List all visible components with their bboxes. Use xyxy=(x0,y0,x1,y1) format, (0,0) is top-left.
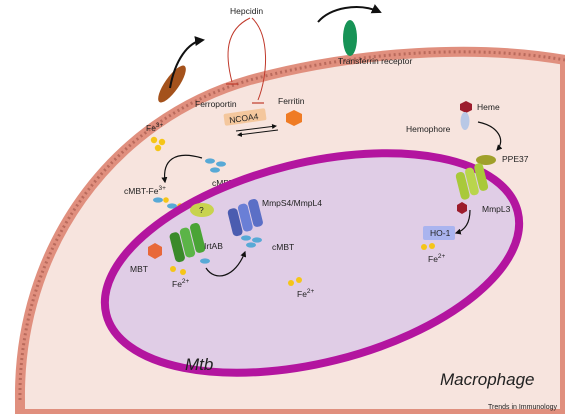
ferritin-label: Ferritin xyxy=(278,96,305,106)
mmpl3-subunit xyxy=(465,167,479,196)
fe2-center-group: Fe2+ xyxy=(288,277,315,299)
cmbt-top-label: cMBT xyxy=(212,178,234,188)
irtab-subunit xyxy=(179,227,196,258)
transferrin-receptor-label: Transferrin receptor xyxy=(338,56,412,66)
irtab-group: IrtAB xyxy=(169,223,223,263)
mmps4-group: MmpS4/MmpL4 xyxy=(227,198,322,237)
hemophore-icon xyxy=(460,112,470,130)
ho1-group: HO-1 Fe2+ xyxy=(421,226,455,264)
mmps4-subunit xyxy=(237,203,253,232)
irtab-subunit xyxy=(169,232,185,263)
footer-credit: Trends in Immunology xyxy=(488,404,557,411)
hemophore-label: Hemophore xyxy=(406,124,451,134)
fe2-dot xyxy=(170,266,176,272)
ppe37-label: PPE37 xyxy=(502,154,529,164)
fe2-dot xyxy=(180,269,186,275)
fe3-dot xyxy=(154,144,162,152)
macrophage-label: Macrophage xyxy=(440,370,535,389)
mmps4-subunit xyxy=(248,199,263,227)
ferroportin-export-arrow xyxy=(169,36,205,89)
transferrin-import-arrow xyxy=(317,4,382,23)
heme-inner-icon xyxy=(457,202,467,214)
cmbt-pill xyxy=(216,161,226,167)
cmbt-inner-pill xyxy=(241,235,251,241)
ncoa4-arrow-right xyxy=(235,124,277,132)
fe2-center-label: Fe2+ xyxy=(297,288,315,299)
cmbt-fe3-pill xyxy=(153,197,163,203)
ho1-box xyxy=(423,226,455,240)
unknown-protein xyxy=(190,203,214,217)
mmpl3-subunit xyxy=(474,163,489,191)
ppe37-protein xyxy=(476,155,496,165)
ho1-label: HO-1 xyxy=(430,228,451,238)
mmpl3-group: MmpL3 xyxy=(454,163,511,235)
ferroportin-group: Ferroportin xyxy=(158,36,237,109)
cmbt-inner-label: cMBT xyxy=(272,242,294,252)
heme-label: Heme xyxy=(477,102,500,112)
heme-group: Heme Hemophore xyxy=(406,101,503,151)
mbt-icon xyxy=(148,243,162,259)
unknown-protein-label: ? xyxy=(199,205,204,215)
fe3-dot xyxy=(158,138,166,146)
cmbt-fe3-pill xyxy=(167,203,177,209)
heme-uptake-arrow xyxy=(477,121,503,151)
hepcidin-inhibit-ferroportin xyxy=(227,17,251,83)
cmbt-released-pill xyxy=(200,258,210,264)
ncoa4-box xyxy=(223,108,267,126)
fe3-dot xyxy=(150,136,158,144)
cmbt-top-group: cMBT xyxy=(161,154,234,188)
unknown-protein-group: ? xyxy=(190,203,214,217)
mmps4-subunit xyxy=(227,208,243,237)
cmbt-fe3-group: cMBT-Fe3+ xyxy=(124,185,183,209)
cmbt-inner-group: cMBT xyxy=(200,235,294,277)
ferritin-group: Ferritin xyxy=(278,96,305,126)
ppe37-group: PPE37 xyxy=(476,154,529,165)
fe2-dot xyxy=(288,280,294,286)
macrophage-membrane-dashes xyxy=(18,50,565,401)
cmbt-inner-pill xyxy=(252,237,262,243)
hepcidin-inhibit-ncoa4 xyxy=(251,17,266,101)
mmpl3-label: MmpL3 xyxy=(482,204,511,214)
cmbt-fe3-label: cMBT-Fe3+ xyxy=(124,185,166,196)
mtb-label: Mtb xyxy=(185,355,213,374)
ferroportin-protein xyxy=(158,65,186,103)
fe2-dot xyxy=(421,244,427,250)
irtab-label: IrtAB xyxy=(204,241,223,251)
transferrin-receptor-group: Transferrin receptor xyxy=(317,4,412,66)
heme-to-ho1-arrow xyxy=(454,209,471,235)
ncoa4-arrow-left xyxy=(237,129,279,137)
ferritin-icon xyxy=(286,110,302,126)
fe3-group: Fe3+ xyxy=(146,122,166,152)
fe3-label: Fe3+ xyxy=(146,122,164,133)
mmps4-label: MmpS4/MmpL4 xyxy=(262,198,322,208)
mmpl3-subunit xyxy=(455,171,470,200)
hepcidin-label: Hepcidin xyxy=(230,6,263,16)
cmbt-binding-arrow xyxy=(161,154,203,184)
ferroportin-label: Ferroportin xyxy=(195,99,237,109)
mbt-group: MBT xyxy=(130,243,162,274)
hepcidin-group: Hepcidin xyxy=(226,6,266,104)
cmbt-pill xyxy=(205,158,215,164)
fe2-left-group: Fe2+ xyxy=(170,266,190,289)
cmbt-inner-pill xyxy=(246,242,256,248)
ncoa4-label: NCOA4 xyxy=(229,111,260,125)
cmbt-recycle-arrow xyxy=(205,250,247,277)
fe2-left-label: Fe2+ xyxy=(172,278,190,289)
irtab-subunit xyxy=(190,223,206,253)
fe2-dot xyxy=(429,243,435,249)
fe2-right-label: Fe2+ xyxy=(428,253,446,264)
cmbt-fe3-iron xyxy=(163,197,169,203)
mbt-label: MBT xyxy=(130,264,148,274)
fe2-dot xyxy=(296,277,302,283)
heme-icon xyxy=(460,101,472,113)
cmbt-pill xyxy=(210,167,220,173)
ncoa4-group: NCOA4 xyxy=(223,108,279,137)
transferrin-receptor-protein xyxy=(343,20,357,56)
